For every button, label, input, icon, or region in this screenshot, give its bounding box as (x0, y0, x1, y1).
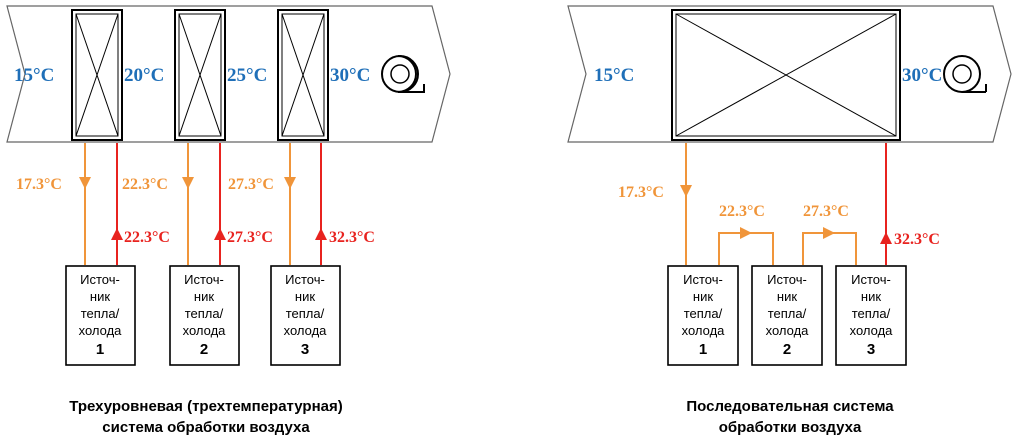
left-supply-temp-2: 22.3°C (122, 176, 168, 193)
left-temp-air-4: 30°C (330, 65, 370, 86)
left-temp-air-1: 15°C (14, 65, 54, 86)
left-temp-air-3: 25°C (227, 65, 267, 86)
left-pipes (79, 143, 327, 265)
svg-text:холода: холода (284, 323, 328, 338)
left-coil-2 (174, 9, 226, 141)
svg-text:тепла/: тепла/ (852, 306, 891, 321)
svg-text:Источ-: Источ- (285, 272, 325, 287)
left-coil-3 (277, 9, 329, 141)
left-caption-line1: Трехуровневая (трехтемпературная) (69, 398, 342, 415)
right-fan-icon (943, 55, 987, 93)
left-fan-icon (381, 55, 425, 93)
svg-text:ник: ник (777, 289, 797, 304)
left-air-duct (6, 5, 451, 143)
left-supply-temp-3: 27.3°C (228, 176, 274, 193)
right-air-duct (567, 5, 1012, 143)
svg-text:тепла/: тепла/ (185, 306, 224, 321)
right-source-2: Источ- ник тепла/ холода 2 (751, 265, 823, 366)
right-temp-out: 30°C (902, 65, 942, 86)
svg-text:холода: холода (682, 323, 726, 338)
left-return-temp-1: 22.3°C (124, 229, 170, 246)
left-source-3: Источ- ник тепла/ холода 3 (270, 265, 341, 366)
svg-text:3: 3 (867, 341, 875, 358)
svg-text:Источ-: Источ- (683, 272, 723, 287)
right-temp-in: 15°C (594, 65, 634, 86)
right-caption-line1: Последовательная система (686, 398, 894, 415)
left-supply-temp-1: 17.3°C (16, 176, 62, 193)
left-source-1: Источ- ник тепла/ холода 1 (65, 265, 136, 366)
svg-text:2: 2 (200, 341, 208, 358)
right-link-temp-1: 22.3°C (719, 203, 765, 220)
svg-text:1: 1 (96, 341, 104, 358)
right-caption-line2: обработки воздуха (719, 419, 862, 436)
left-return-temp-2: 27.3°C (227, 229, 273, 246)
svg-text:ник: ник (194, 289, 214, 304)
left-diagram: 15°C 20°C 25°C 30°C 17.3°C 22.3°C 27.3°C… (6, 5, 451, 436)
left-source-2: Источ- ник тепла/ холода 2 (169, 265, 240, 366)
svg-text:тепла/: тепла/ (684, 306, 723, 321)
svg-text:Источ-: Источ- (851, 272, 891, 287)
svg-text:Источ-: Источ- (184, 272, 224, 287)
left-return-temp-3: 32.3°C (329, 229, 375, 246)
right-return-temp: 32.3°C (894, 231, 940, 248)
svg-text:холода: холода (850, 323, 894, 338)
svg-text:ник: ник (90, 289, 110, 304)
right-pipes (680, 143, 892, 265)
svg-text:3: 3 (301, 341, 309, 358)
right-source-1: Источ- ник тепла/ холода 1 (667, 265, 739, 366)
svg-text:тепла/: тепла/ (768, 306, 807, 321)
svg-text:ник: ник (295, 289, 315, 304)
right-supply-temp: 17.3°C (618, 184, 664, 201)
svg-text:ник: ник (861, 289, 881, 304)
left-coil-1 (71, 9, 123, 141)
svg-text:1: 1 (699, 341, 707, 358)
svg-text:2: 2 (783, 341, 791, 358)
right-source-3: Источ- ник тепла/ холода 3 (835, 265, 907, 366)
svg-text:холода: холода (183, 323, 227, 338)
svg-text:Источ-: Источ- (80, 272, 120, 287)
right-link-temp-2: 27.3°C (803, 203, 849, 220)
svg-text:тепла/: тепла/ (286, 306, 325, 321)
svg-text:тепла/: тепла/ (81, 306, 120, 321)
svg-text:холода: холода (766, 323, 810, 338)
right-diagram: 15°C 30°C 17.3°C 22.3°C 27.3°C 32.3°C Ис… (567, 5, 1012, 436)
svg-text:ник: ник (693, 289, 713, 304)
svg-text:Источ-: Источ- (767, 272, 807, 287)
left-caption-line2: система обработки воздуха (102, 419, 310, 436)
svg-text:холода: холода (79, 323, 123, 338)
left-temp-air-2: 20°C (124, 65, 164, 86)
right-coil (671, 9, 901, 141)
